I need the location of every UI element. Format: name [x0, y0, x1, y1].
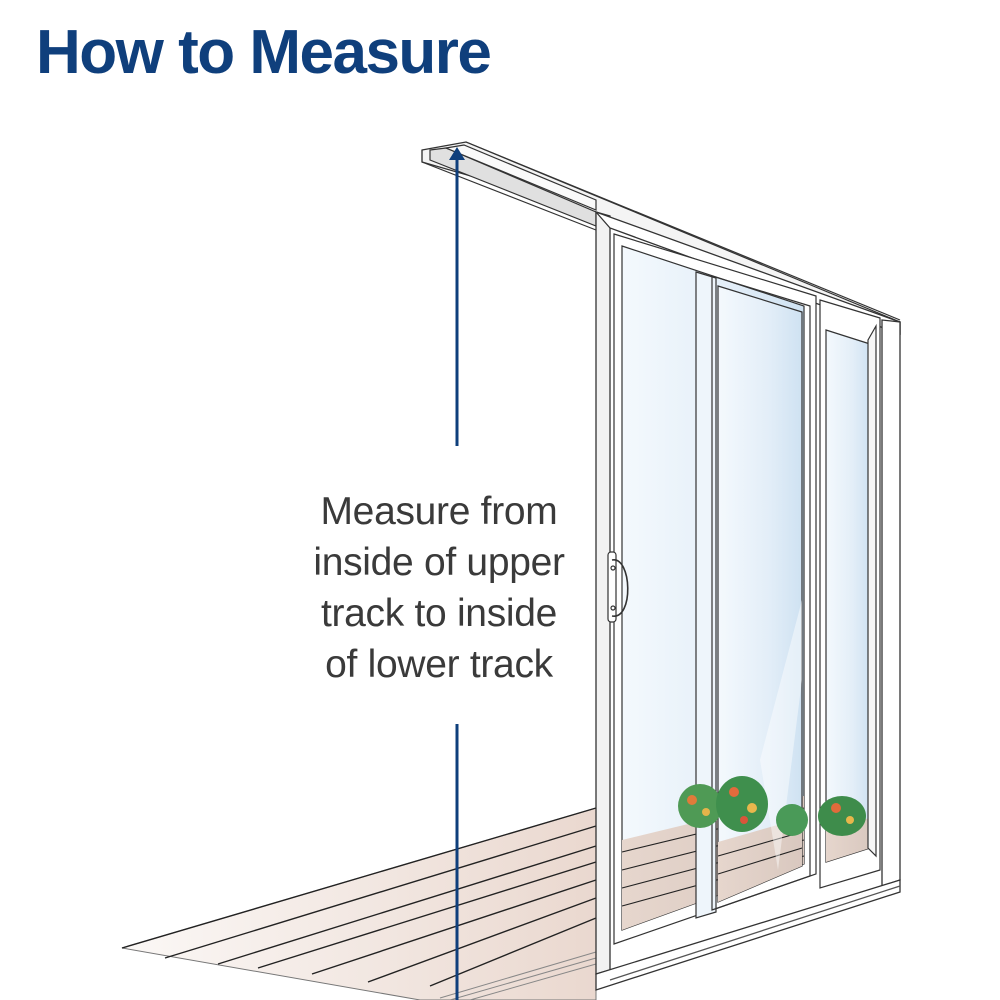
- page-title: How to Measure: [36, 18, 492, 87]
- arrow-up-icon: [449, 147, 465, 160]
- instruction-line: inside of upper: [313, 541, 565, 584]
- instruction-line: track to inside: [320, 592, 558, 635]
- door-panel-right: [819, 299, 881, 889]
- measurement-indicator: [449, 147, 465, 1000]
- instruction-line: Measure from: [320, 490, 558, 533]
- door-handle: [607, 551, 629, 623]
- instruction-line: of lower track: [325, 643, 553, 686]
- shrubs: [678, 776, 866, 836]
- deck-floor: [121, 807, 597, 1000]
- measurement-instruction: Measure from inside of upper track to in…: [286, 486, 592, 690]
- door-panel-left: [613, 233, 817, 945]
